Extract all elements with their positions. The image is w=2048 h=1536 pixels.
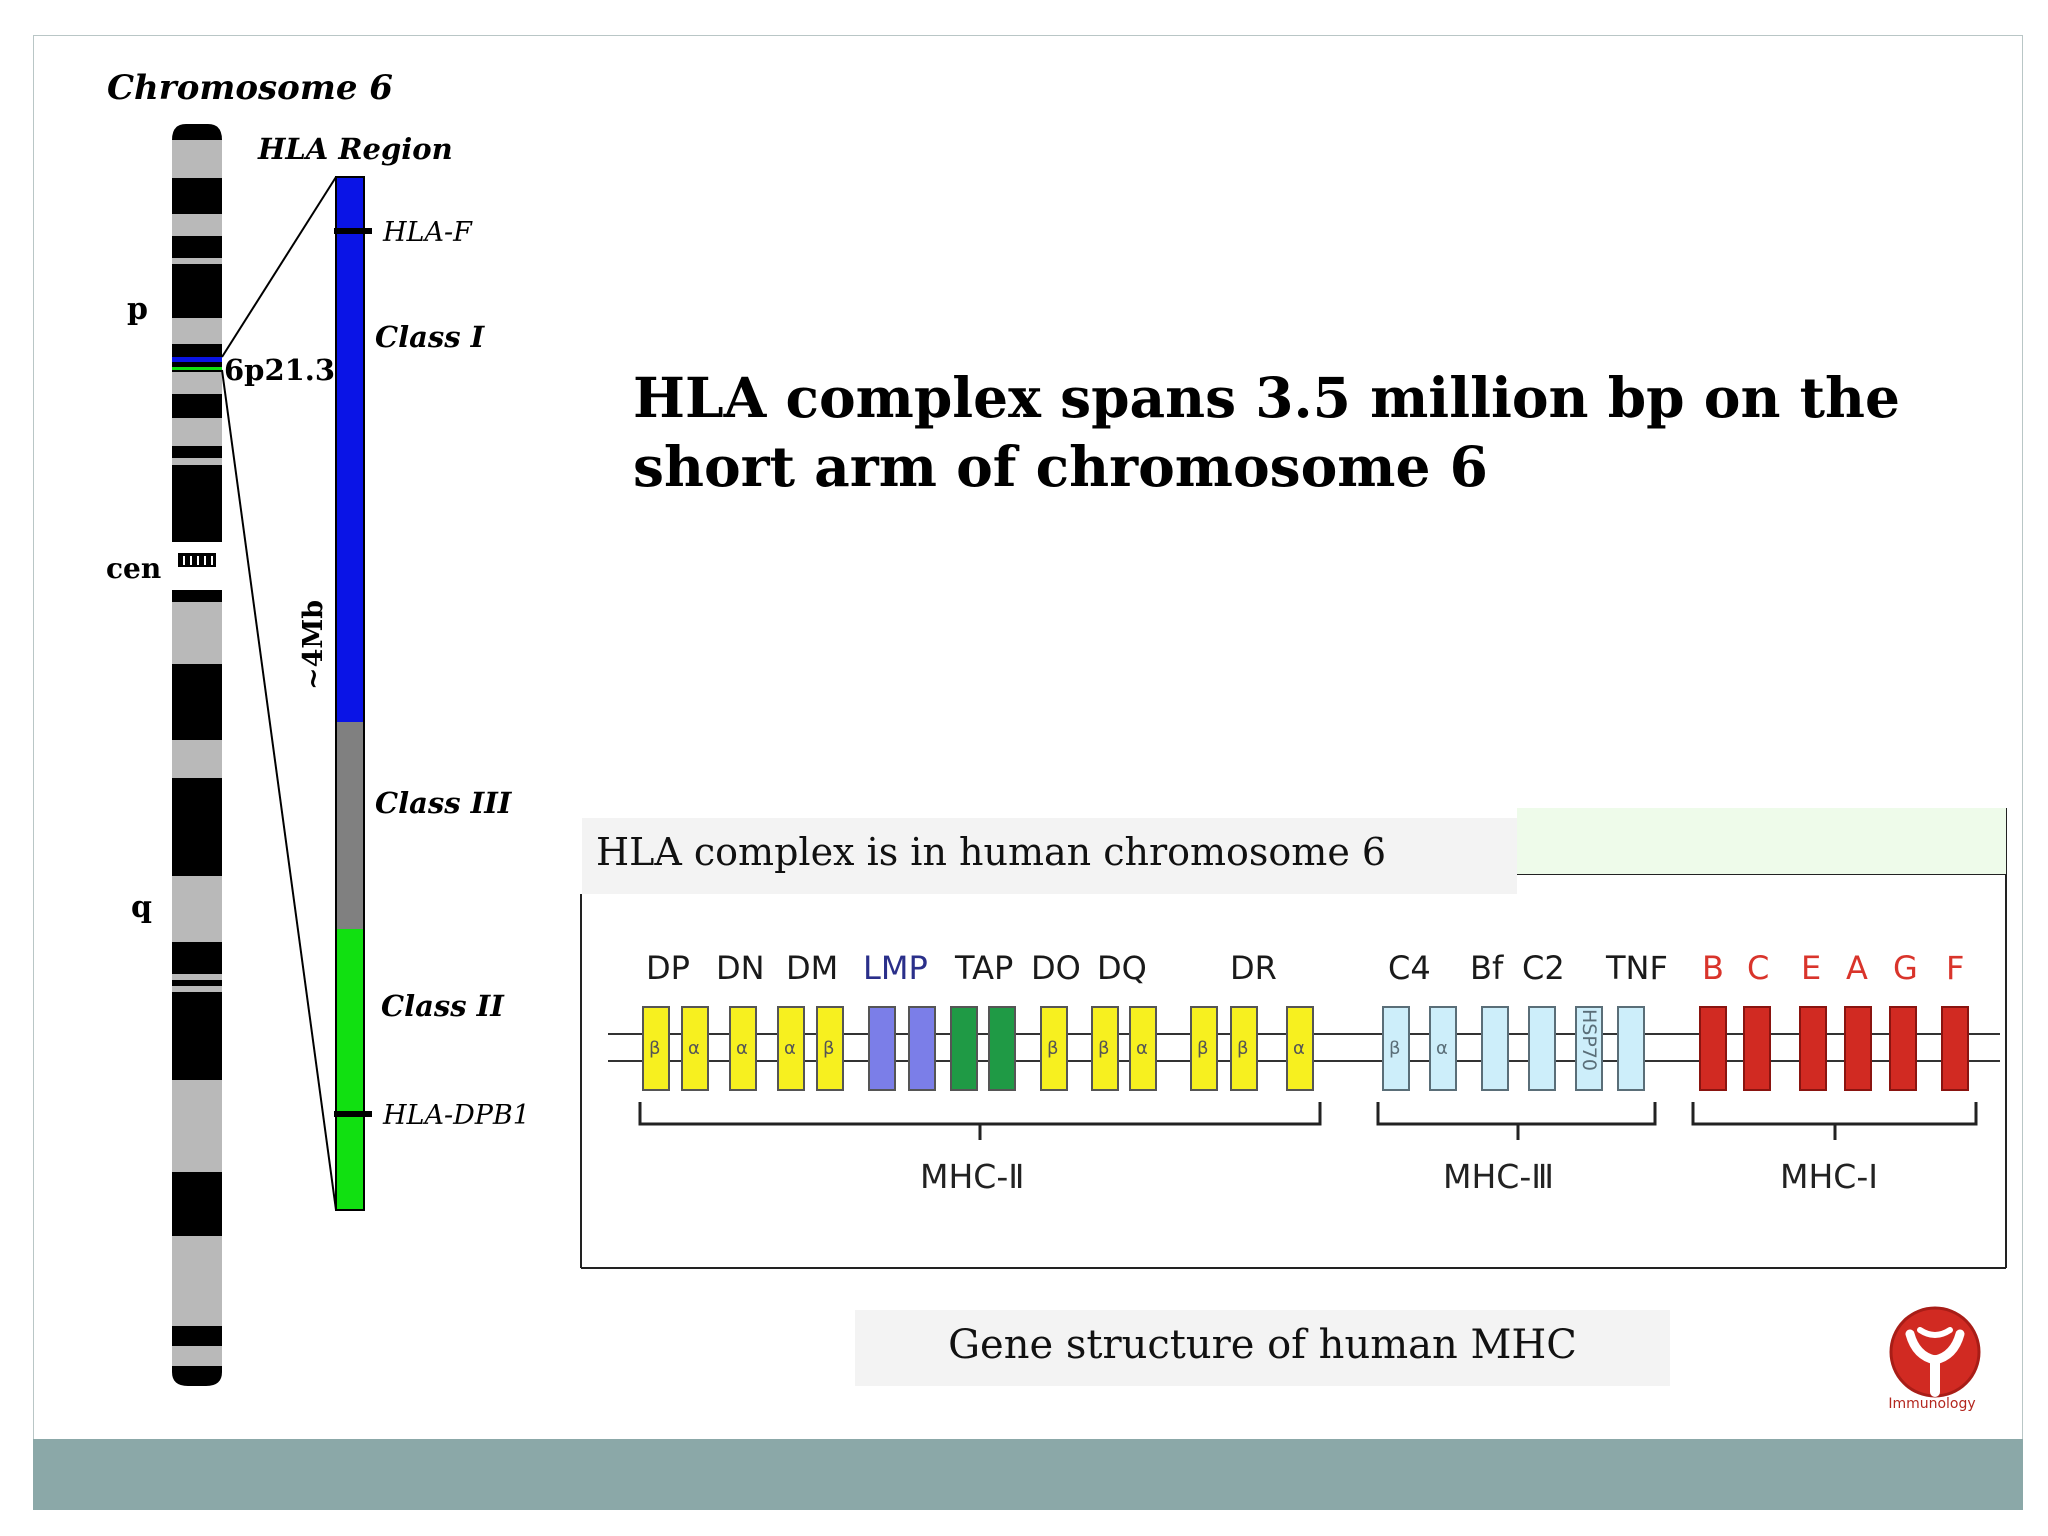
gene-block-dr-beta-2 [1230,1006,1258,1091]
class-ii-label: Class II [381,989,505,1023]
svg-text:β: β [649,1038,661,1059]
locus-label-f: F [1946,949,1964,987]
locus-label-do: DO [1031,949,1081,987]
gene-block-dq-alpha [1129,1006,1157,1091]
class-i-label: Class I [375,320,486,354]
hsp70-label: HSP70 [1578,1009,1600,1071]
hla-f-label: HLA-F [382,217,473,248]
locus-label-a: A [1846,949,1868,987]
chromosome-title: Chromosome 6 [107,68,393,108]
svg-text:β: β [823,1038,835,1059]
locus-label-b: B [1702,949,1724,987]
locus-label-dp: DP [646,949,690,987]
gene-block-bf [1481,1006,1509,1091]
gene-block-dm-beta [816,1006,844,1091]
gene-block-c2 [1528,1006,1556,1091]
zoom-line-bottom [221,369,337,1211]
class-iii-label: Class III [375,786,513,820]
class-ii-segment [336,929,364,1210]
mhc-ii-label: MHC-Ⅱ [920,1157,1024,1196]
arm-q-label: q [131,890,152,925]
gene-block-dp-beta [642,1006,670,1091]
gene-block-c4-beta [1382,1006,1410,1091]
locus-label-tap: TAP [954,949,1013,987]
svg-text:β: β [1047,1038,1059,1059]
svg-text:β: β [1098,1038,1110,1059]
gene-block-c4-alpha [1429,1006,1457,1091]
band-label: 6p21.3 [224,353,335,387]
bottom-caption: Gene structure of human MHC [948,1322,1577,1368]
svg-text:α: α [1293,1038,1305,1059]
locus-label-dn: DN [716,949,765,987]
panel-title-box [582,818,1517,894]
gene-block-hsp70 [1575,1006,1603,1091]
gene-block-dn-alpha [729,1006,757,1091]
locus-label-tnf: TNF [1605,949,1668,987]
svg-text:α: α [1436,1038,1448,1059]
svg-text:α: α [1136,1038,1148,1059]
gene-block-g [1889,1006,1917,1091]
svg-text:α: α [736,1038,748,1059]
svg-text:α: α [688,1038,700,1059]
gene-block-dr-alpha [1286,1006,1314,1091]
gene-block-c [1743,1006,1771,1091]
gene-block-f [1941,1006,1969,1091]
locus-label-dr: DR [1230,949,1277,987]
footer-bar [33,1439,2023,1510]
size-label: ~4Mb [298,600,329,690]
svg-text:β: β [1389,1038,1401,1059]
bottom-caption-box [855,1310,1670,1386]
locus-label-dm: DM [786,949,838,987]
gene-block-dm-alpha [777,1006,805,1091]
svg-text:β: β [1197,1038,1209,1059]
immunology-logo-icon [1889,1306,1981,1398]
arm-p-label: p [127,292,148,327]
svg-text:α: α [784,1038,796,1059]
hla-region-title: HLA Region [257,132,453,166]
class-i-segment [336,177,364,722]
gene-block-tnf [1617,1006,1645,1091]
gene-block-lmp-2 [908,1006,936,1091]
gene-block-do-beta [1040,1006,1068,1091]
gene-block-a [1844,1006,1872,1091]
locus-label-c4: C4 [1388,949,1431,987]
logo-text: Immunology [1888,1396,1976,1412]
mhc-iii-bracket [1376,1102,1657,1140]
gene-block-dq-beta [1091,1006,1119,1091]
gene-block-lmp-1 [868,1006,896,1091]
class-iii-segment [336,722,364,929]
locus-label-lmp: LMP [863,949,928,987]
gene-block-dp-alpha [681,1006,709,1091]
mhc-i-genes [1699,1006,1969,1091]
locus-label-c: C [1747,949,1769,987]
mhc-i-label: MHC-Ⅰ [1780,1157,1878,1196]
mhc-i-bracket [1691,1102,1978,1140]
main-caption: HLA complex spans 3.5 million bp on the … [633,365,1900,499]
locus-label-e: E [1801,949,1821,987]
hla-dpb1-label: HLA-DPB1 [382,1100,530,1131]
svg-text:β: β [1237,1038,1249,1059]
gene-block-tap-2 [988,1006,1016,1091]
mhc-ii-bracket [638,1102,1322,1140]
locus-label-c2: C2 [1522,949,1565,987]
zoom-line-top [221,176,337,358]
locus-label-g: G [1893,949,1918,987]
locus-label-dq: DQ [1097,949,1147,987]
gene-block-tap-1 [950,1006,978,1091]
gene-block-dr-beta-1 [1190,1006,1218,1091]
panel-title: HLA complex is in human chromosome 6 [596,830,1387,874]
locus-label-bf: Bf [1470,949,1504,987]
centromere-label: cen [106,552,161,585]
gene-block-b [1699,1006,1727,1091]
mhc-iii-genes: β α HSP70 [1382,1006,1645,1091]
gene-block-e [1799,1006,1827,1091]
chromosome-body [172,124,222,1386]
mhc-iii-label: MHC-Ⅲ [1443,1157,1554,1196]
